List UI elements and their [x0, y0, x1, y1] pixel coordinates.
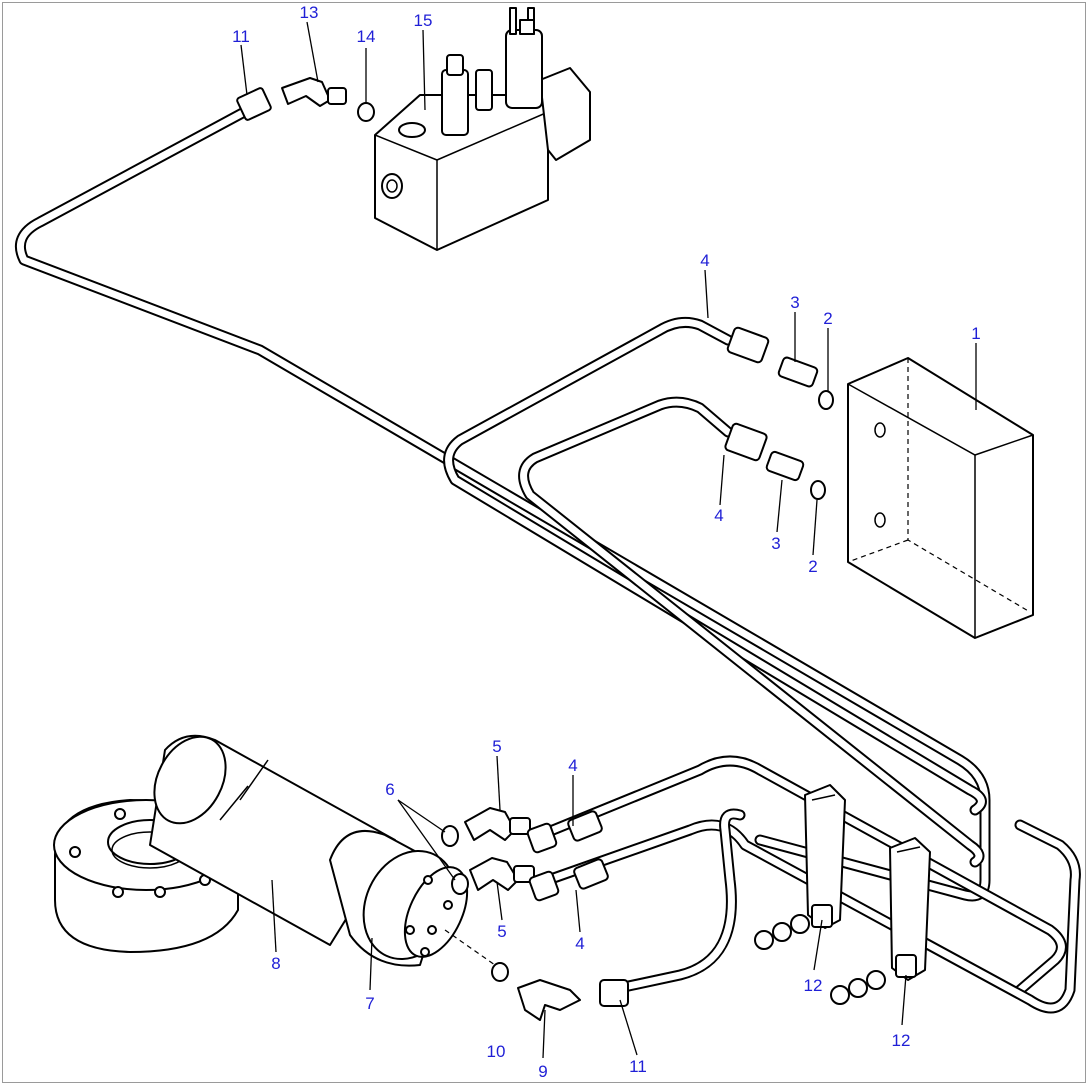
callout-10: 10: [487, 1042, 506, 1061]
valve-block: [374, 7, 591, 251]
callout-2-upper: 2: [823, 309, 832, 328]
tube-lower: [518, 396, 985, 868]
callout-4-hose-upper: 4: [568, 756, 577, 775]
callout-15: 15: [414, 11, 433, 30]
callout-2-lower: 2: [808, 557, 817, 576]
callout-11-top: 11: [232, 27, 250, 46]
callout-3-upper: 3: [790, 293, 799, 312]
callout-labels: 11 13 14 15 4 3 2 1 4 3 2 5 4 6 5 4 8 7 …: [232, 3, 981, 1081]
top-fittings: [236, 77, 375, 122]
hose-upper: [542, 755, 1067, 996]
callout-12-right: 12: [892, 1031, 911, 1050]
callout-4-middle: 4: [714, 506, 723, 525]
callout-11-bottom: 11: [629, 1057, 647, 1076]
callout-13: 13: [300, 3, 319, 22]
pipe-set: [15, 104, 1081, 1014]
callout-14: 14: [357, 27, 376, 46]
callout-3-lower: 3: [771, 534, 780, 553]
callout-4-upper: 4: [700, 251, 709, 270]
leader-lines: [240, 21, 977, 1059]
motor-assembly: [53, 734, 469, 967]
hose-bottom: [604, 808, 746, 996]
callout-9: 9: [538, 1062, 547, 1081]
control-box: [847, 357, 1034, 639]
callout-7: 7: [365, 994, 374, 1013]
callout-8: 8: [271, 954, 280, 973]
callout-4-hose-lower: 4: [575, 934, 584, 953]
callout-6: 6: [385, 780, 394, 799]
hose-lower: [542, 819, 1081, 1014]
motor-fittings: [441, 807, 629, 1021]
callout-1: 1: [971, 324, 980, 343]
callout-12-left: 12: [804, 976, 823, 995]
callout-5-lower: 5: [497, 922, 506, 941]
tube-upper: [443, 316, 987, 816]
callout-5-upper: 5: [492, 737, 501, 756]
box-fittings: [724, 326, 834, 500]
clamps: [754, 784, 931, 1005]
